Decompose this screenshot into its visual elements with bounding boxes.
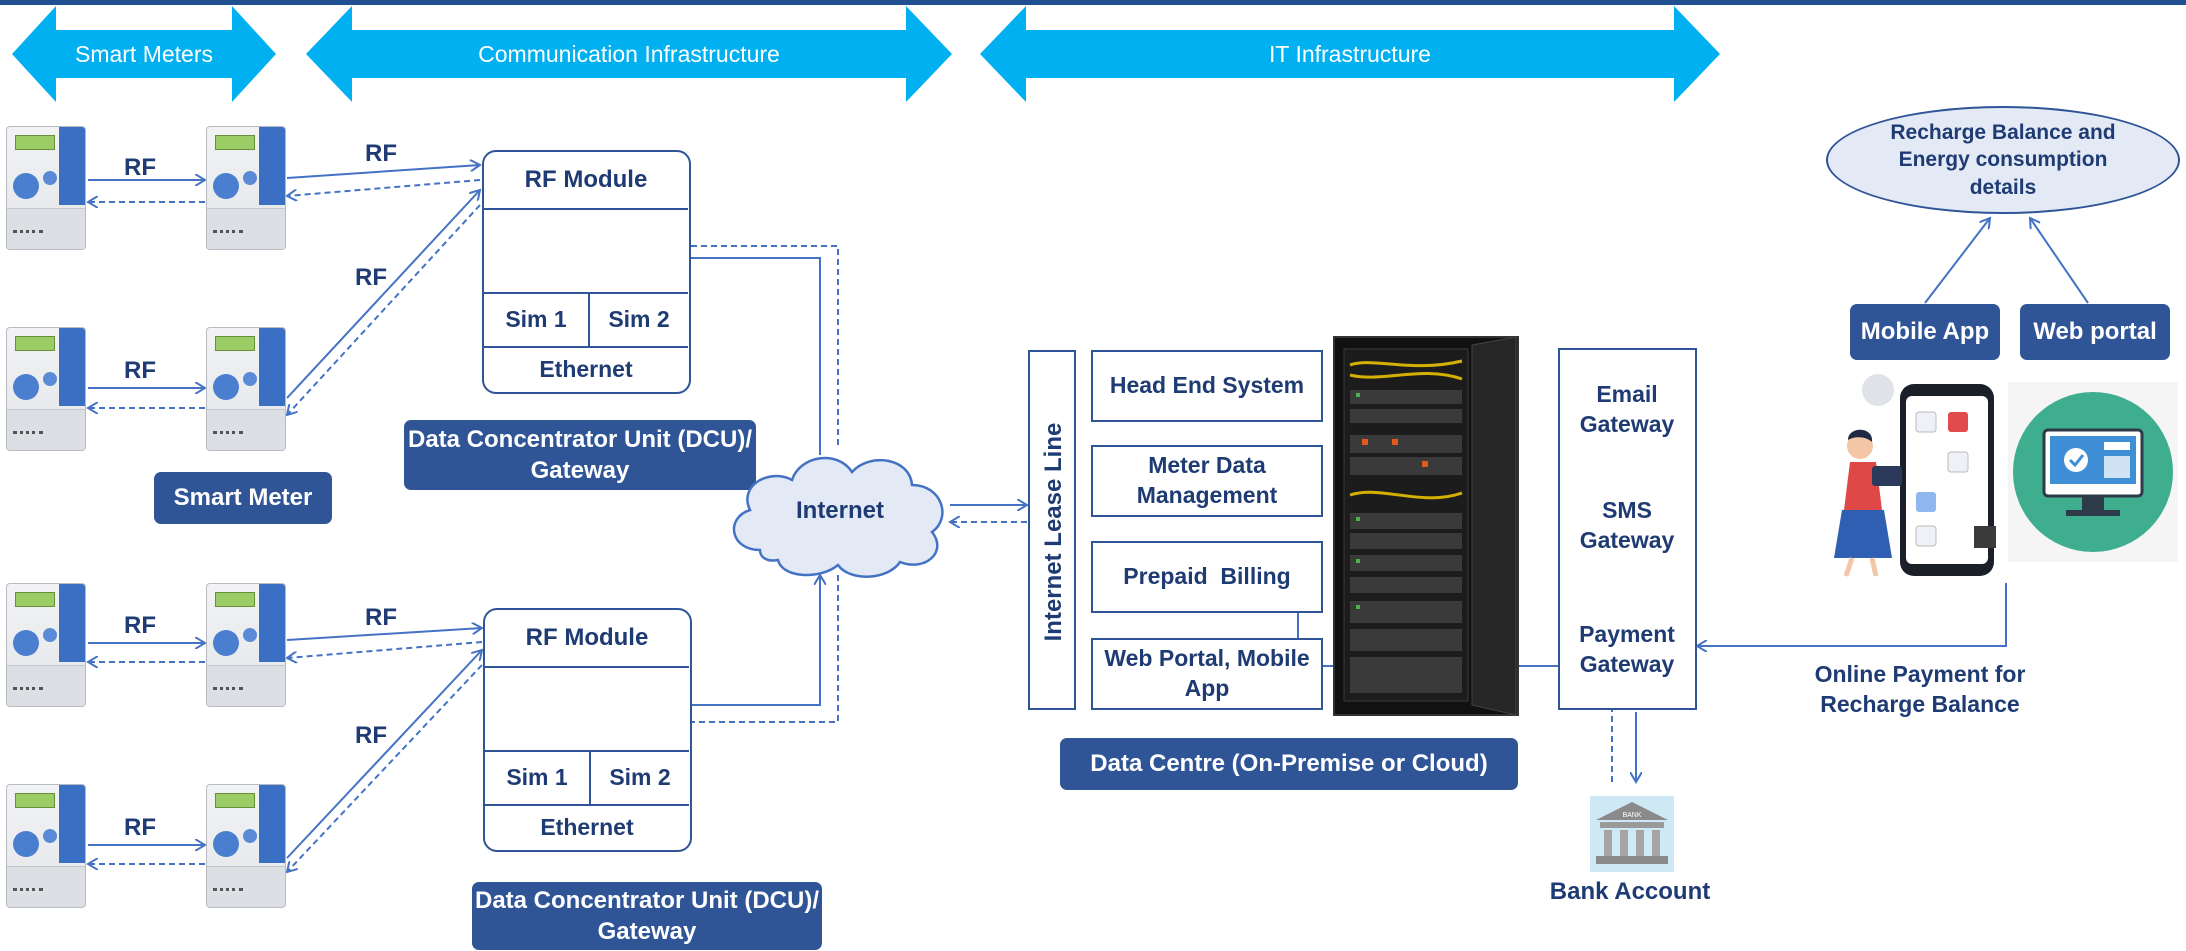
rf-label: RF: [355, 722, 387, 749]
mobile-user-illustration-icon: [1834, 374, 1996, 577]
banner-label: IT Infrastructure: [1269, 40, 1431, 67]
recharge-details-ellipse: Recharge Balance and Energy consumption …: [1826, 106, 2180, 214]
smart-meter-device: [206, 126, 286, 250]
sim2-label: Sim 2: [591, 750, 689, 806]
banner-it: IT Infrastructure: [980, 6, 1720, 102]
smart-meter-device: [6, 583, 86, 707]
head-end-system-box: Head End System: [1091, 350, 1323, 422]
dcu-box: RF Module Sim 1 Sim 2 Ethernet: [483, 608, 692, 852]
top-bar: [0, 0, 2186, 5]
mobile-app-button[interactable]: Mobile App: [1850, 304, 2000, 360]
rf-label: RF: [365, 604, 397, 631]
email-gateway-label: Email Gateway: [1579, 381, 1675, 437]
smart-meter-device: [206, 327, 286, 451]
smart-meter-label: Smart Meter: [154, 472, 332, 524]
smart-meter-device: [6, 327, 86, 451]
rf-label: RF: [365, 140, 397, 167]
banner-label: Smart Meters: [74, 40, 214, 67]
rf-module-label: RF Module: [485, 610, 689, 668]
rf-label: RF: [124, 814, 156, 841]
smart-meter-device: [6, 784, 86, 908]
lease-line-label: Internet Lease Line: [1040, 422, 1068, 642]
double-arrow-icon: [12, 6, 276, 102]
sms-gateway-label: SMS Gateway: [1579, 497, 1675, 553]
double-arrow-icon: [980, 6, 1720, 102]
rf-module-label: RF Module: [484, 152, 688, 210]
bank-account-label: Bank Account: [1549, 878, 1711, 905]
rf-label: RF: [355, 264, 387, 291]
smart-meter-device: [206, 784, 286, 908]
smart-meter-device: [206, 583, 286, 707]
banner-smart-meters: Smart Meters: [12, 6, 276, 102]
ethernet-label: Ethernet: [539, 356, 633, 383]
web-portal-mobile-app-box: Web Portal, Mobile App: [1091, 638, 1323, 710]
double-arrow-icon: [306, 6, 952, 102]
rf-label: RF: [124, 612, 156, 639]
payment-gateway-label: Payment Gateway: [1579, 621, 1675, 677]
bank-icon: BANK: [1590, 796, 1674, 872]
dcu-title: Data Concentrator Unit (DCU)/ Gateway: [404, 420, 756, 490]
bank-sign: BANK: [1622, 812, 1641, 819]
internet-label: Internet: [795, 497, 884, 525]
dcu-box: RF Module Sim 1 Sim 2 Ethernet: [482, 150, 691, 394]
rf-label: RF: [124, 357, 156, 384]
sim1-label: Sim 1: [484, 292, 590, 348]
sim2-label: Sim 2: [590, 292, 688, 348]
rf-label: RF: [124, 154, 156, 181]
smart-meter-device: [6, 126, 86, 250]
banner-communication: Communication Infrastructure: [306, 6, 952, 102]
computer-icon: [2008, 382, 2178, 562]
cloud-icon: [732, 456, 944, 578]
lease-line-box: Internet Lease Line: [1028, 350, 1076, 710]
data-centre-title: Data Centre (On-Premise or Cloud): [1060, 738, 1518, 790]
meter-data-management-box: Meter Data Management: [1091, 445, 1323, 517]
ethernet-label: Ethernet: [540, 814, 634, 841]
web-portal-button[interactable]: Web portal: [2020, 304, 2170, 360]
sim1-label: Sim 1: [485, 750, 591, 806]
online-payment-label: Online Payment for Recharge Balance: [1814, 661, 2026, 717]
gateways-box: Email Gateway SMS Gateway Payment Gatewa…: [1558, 348, 1697, 710]
banner-label: Communication Infrastructure: [478, 40, 780, 67]
dcu-title: Data Concentrator Unit (DCU)/ Gateway: [472, 882, 822, 950]
prepaid-billing-box: Prepaid Billing: [1091, 541, 1323, 613]
server-rack-icon: [1333, 336, 1519, 716]
